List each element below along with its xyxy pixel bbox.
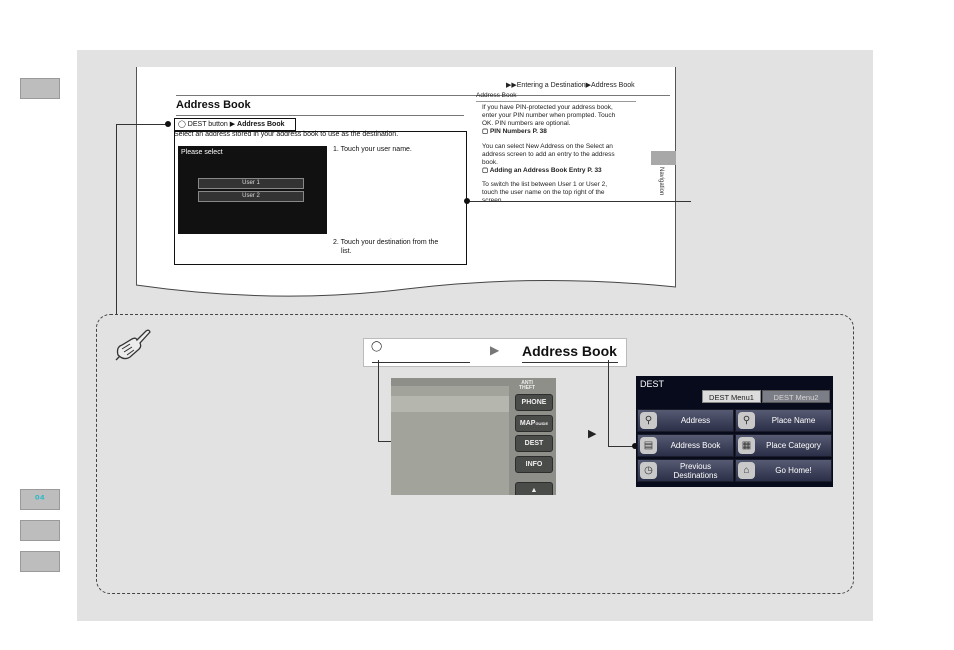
side-text-2c: book. xyxy=(482,159,498,166)
menu-item-previous-destinations-label: Previous Destinations xyxy=(673,461,718,480)
tab-dest-menu1[interactable]: DEST Menu1 xyxy=(702,390,761,403)
mic-icon: ◯ xyxy=(178,121,186,128)
side-ref-2: ▢ Adding an Address Book Entry P. 33 xyxy=(482,167,602,174)
dest-button[interactable]: DEST xyxy=(515,435,553,452)
title-rule xyxy=(176,115,464,116)
leader-crumb-h xyxy=(116,124,168,125)
dest-menu-title: DEST xyxy=(640,379,665,389)
magnifier-icon: ⚲ xyxy=(738,412,755,429)
side-tab-middle[interactable] xyxy=(20,520,60,541)
example-box xyxy=(96,314,854,594)
menu-item-previous-destinations[interactable]: ◷ Previous Destinations xyxy=(637,459,734,482)
screen-title: Please select xyxy=(181,149,223,156)
crumb-bar: ◯ ▶ Address Book xyxy=(363,338,627,367)
crumb-label: Address Book xyxy=(522,343,617,359)
crumb-bold: Address Book xyxy=(237,121,285,128)
nav-unit-strip xyxy=(391,396,509,412)
manual-page: ▶▶Entering a Destination▶Address Book Ad… xyxy=(136,67,676,299)
side-tab-top[interactable] xyxy=(20,78,60,99)
category-icon: ▦ xyxy=(738,437,755,454)
leader-dot-book xyxy=(632,443,638,449)
page-breadcrumb: ▶▶Entering a Destination▶Address Book xyxy=(506,82,635,89)
step-2-line2: list. xyxy=(341,248,352,255)
menu-item-address[interactable]: ⚲ Address xyxy=(637,409,734,432)
page-crumb-box: ◯ DEST button ▶ Address Book xyxy=(174,118,296,131)
menu-item-place-category[interactable]: ▦ Place Category xyxy=(735,434,832,457)
magnifier-map-icon: ⚲ xyxy=(640,412,657,429)
leader-dot-crumb xyxy=(165,121,171,127)
side-heading: Address Book xyxy=(476,92,517,99)
page-title: Address Book xyxy=(176,99,251,111)
crumb-underline-2 xyxy=(522,362,618,363)
house-icon: ⌂ xyxy=(738,462,755,479)
eject-button[interactable]: ▲ xyxy=(515,482,553,495)
leader-dot-content xyxy=(464,198,470,204)
crumb-prefix: DEST button ▶ xyxy=(187,121,238,128)
side-tab-voice[interactable]: ᵒ⁴ xyxy=(20,489,60,510)
side-text-1b: enter your PIN number when prompted. Tou… xyxy=(482,112,616,119)
voice-icon: ◯ xyxy=(371,341,383,352)
map-button[interactable]: MAPGUIDE xyxy=(515,415,553,432)
menu-item-go-home[interactable]: ⌂ Go Home! xyxy=(735,459,832,482)
leader-book-v xyxy=(608,360,609,446)
crumb-arrow: ▶ xyxy=(490,343,500,357)
map-button-label: MAP xyxy=(519,420,536,427)
side-tab-bottom[interactable] xyxy=(20,551,60,572)
dest-menu-screen: DEST DEST Menu1 DEST Menu2 ⚲ Address ⚲ Pla… xyxy=(636,376,833,487)
step-arrow: ▶ xyxy=(588,428,597,440)
menu-item-address-book-label: Address Book xyxy=(670,441,721,450)
tab-dest-menu2[interactable]: DEST Menu2 xyxy=(762,390,830,403)
side-text-3a: To switch the list between User 1 or Use… xyxy=(482,181,607,188)
user2-button: User 2 xyxy=(198,191,304,202)
book-icon: ▤ xyxy=(640,437,657,454)
side-text-3c: screen. xyxy=(482,197,637,205)
side-text-2a: You can select New Address on the Select… xyxy=(482,143,613,150)
side-text-1a: If you have PIN-protected your address b… xyxy=(482,104,613,111)
page-wave-edge xyxy=(136,67,676,299)
step-1: 1. Touch your user name. xyxy=(333,146,412,153)
side-text-1c: OK. PIN numbers are optional. xyxy=(482,120,571,127)
menu-item-address-book[interactable]: ▤ Address Book xyxy=(637,434,734,457)
hand-pointer-icon xyxy=(115,329,151,361)
page-intro: Select an address stored in your address… xyxy=(174,131,399,138)
phone-button[interactable]: PHONE xyxy=(515,394,553,411)
menu-item-place-name[interactable]: ⚲ Place Name xyxy=(735,409,832,432)
crumb-underline-1 xyxy=(372,362,470,363)
navigation-tab-label: Navigation xyxy=(658,167,664,196)
page-rule xyxy=(176,95,670,96)
side-text-3b: touch the user name on the top right of … xyxy=(482,189,605,196)
screen-illustration: Please select User 1 User 2 xyxy=(178,146,327,234)
menu-item-place-name-label: Place Name xyxy=(771,416,816,425)
step-2-line1: 2. Touch your destination from the xyxy=(333,239,439,246)
navigation-tab xyxy=(651,151,676,165)
side-ref-1: ▢ PIN Numbers P. 38 xyxy=(482,128,547,135)
info-button[interactable]: INFO xyxy=(515,456,553,473)
side-rule xyxy=(476,101,636,102)
leader-crumb-v xyxy=(116,124,117,315)
leader-dest-v xyxy=(378,360,379,441)
voice-command-icon: ᵒ⁴ xyxy=(35,493,45,505)
menu-item-address-label: Address xyxy=(680,416,711,425)
menu-item-go-home-label: Go Home! xyxy=(775,466,812,475)
user1-button: User 1 xyxy=(198,178,304,189)
clock-flag-icon: ◷ xyxy=(640,462,657,479)
leader-book-h xyxy=(608,446,636,447)
leader-content xyxy=(467,201,691,202)
map-button-suffix: GUIDE xyxy=(535,421,549,426)
menu-item-place-category-label: Place Category xyxy=(766,441,821,450)
side-text-2b: address screen to add an entry to the ad… xyxy=(482,151,615,158)
